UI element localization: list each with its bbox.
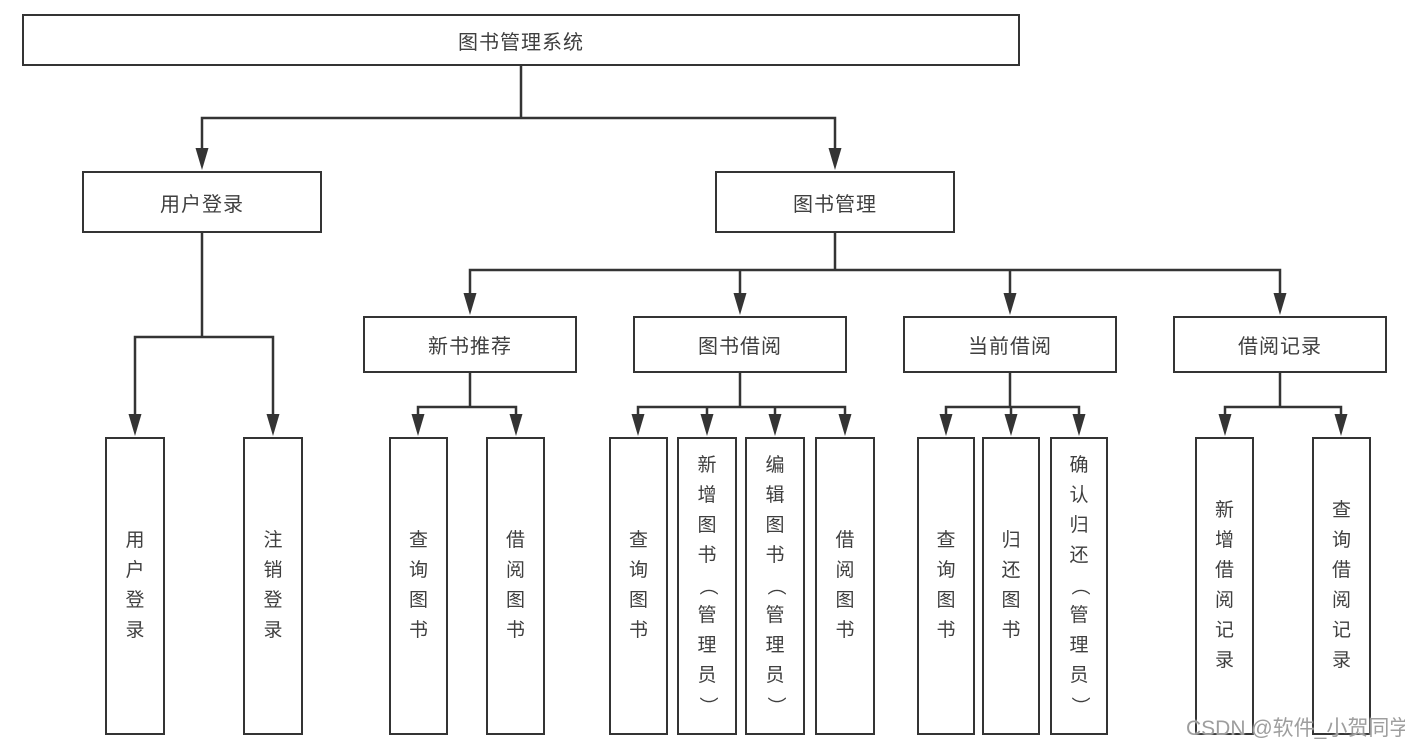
leaf-add-borrow-record: 新增借阅记录	[1195, 437, 1254, 735]
leaf-borrow-books-recommend: 借阅图书	[486, 437, 545, 735]
leaf-return-books: 归还图书	[982, 437, 1040, 735]
leaf-logout: 注销登录	[243, 437, 303, 735]
node-new-book-recommend: 新书推荐	[363, 316, 577, 373]
csdn-watermark: CSDN @软件_小贺同学	[1186, 717, 1405, 740]
leaf-query-books-current: 查询图书	[917, 437, 975, 735]
node-current-borrow: 当前借阅	[903, 316, 1117, 373]
leaf-edit-books-admin: 编辑图书（管理员）	[745, 437, 805, 735]
node-borrow-records: 借阅记录	[1173, 316, 1387, 373]
leaf-query-borrow-record: 查询借阅记录	[1312, 437, 1371, 735]
leaf-user-login: 用户登录	[105, 437, 165, 735]
leaf-confirm-return-admin: 确认归还（管理员）	[1050, 437, 1108, 735]
node-book-management-branch: 图书管理	[715, 171, 955, 233]
leaf-query-books-borrow: 查询图书	[609, 437, 668, 735]
arrowhead-icons	[128, 148, 1348, 436]
leaf-add-books-admin: 新增图书（管理员）	[677, 437, 737, 735]
leaf-borrow-books: 借阅图书	[815, 437, 875, 735]
node-user-login-branch: 用户登录	[82, 171, 322, 233]
leaf-query-books-recommend: 查询图书	[389, 437, 448, 735]
node-root-system: 图书管理系统	[22, 14, 1020, 66]
node-book-borrow: 图书借阅	[633, 316, 847, 373]
